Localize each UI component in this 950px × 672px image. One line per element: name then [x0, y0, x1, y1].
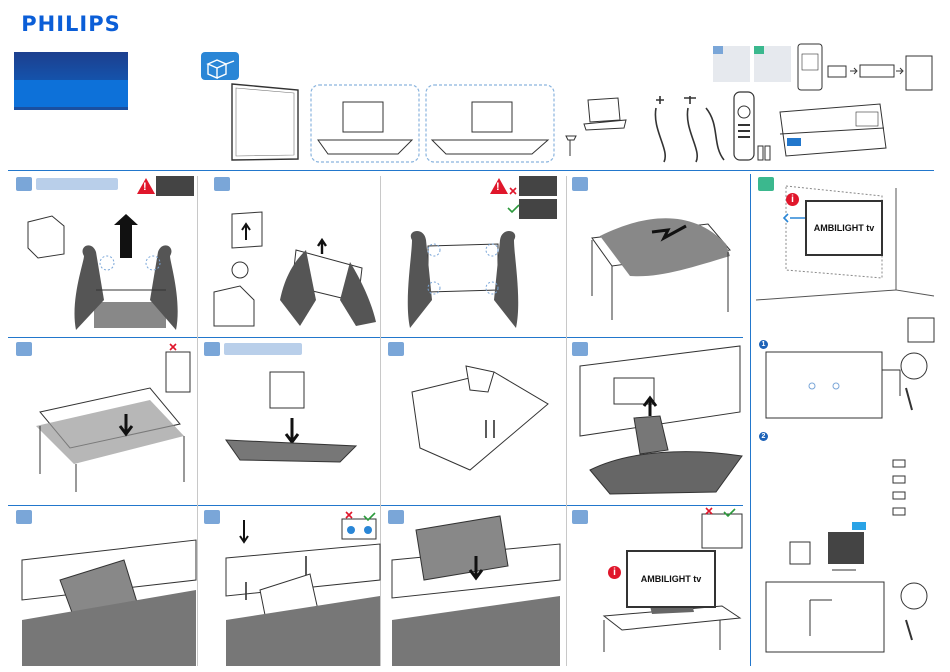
ambilight-label: AMBILIGHT tv: [641, 574, 702, 584]
ambilight-tv-wall: AMBILIGHT tv: [805, 200, 883, 256]
wall-step-2-number: 2: [759, 432, 768, 441]
screw-length-tag: [852, 522, 866, 530]
ambilight-label: AMBILIGHT tv: [814, 223, 875, 233]
wall-step-1-number: 1: [759, 340, 768, 349]
info-icon: i: [608, 566, 621, 579]
info-icon: i: [786, 193, 799, 206]
ambilight-tv-table: AMBILIGHT tv: [626, 550, 716, 608]
